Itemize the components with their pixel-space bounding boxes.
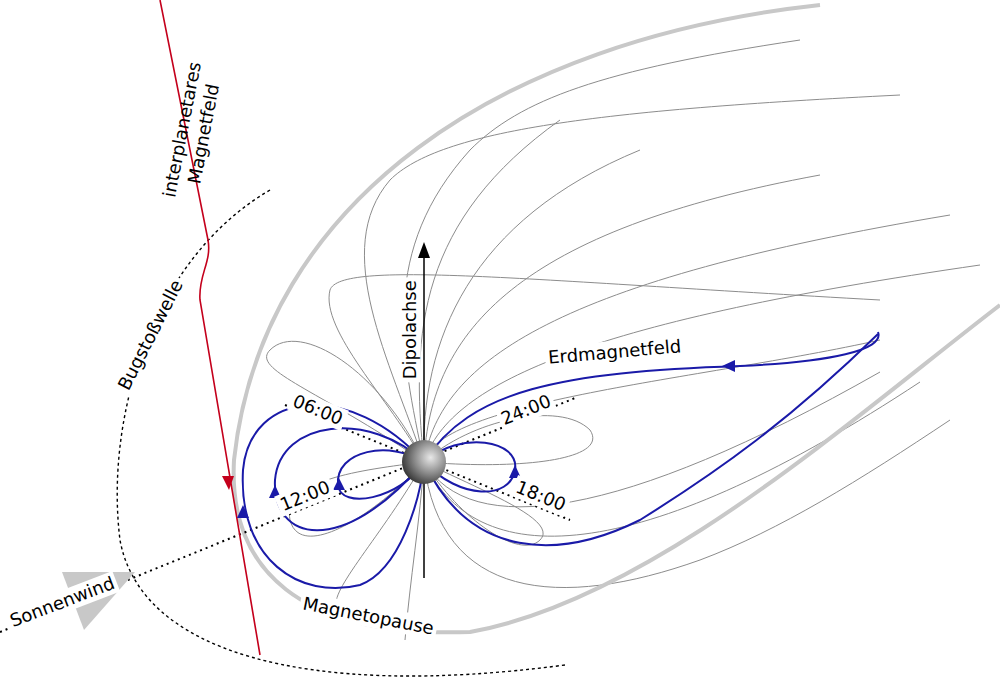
bow-shock [117,190,565,676]
time-label: 12:00 [274,475,336,517]
field-lines [267,40,980,640]
arrowhead [237,505,249,518]
field-arrowheads [237,360,735,518]
bow-shock-label: Bugstoßwelle [112,274,189,397]
field-line [329,275,880,462]
field-line [424,420,950,588]
sun-earth-line [0,398,575,632]
arrowhead [333,478,345,490]
field-line [424,382,920,536]
field-line [243,405,424,588]
time-label: 18:00 [510,475,572,517]
field-label: interplanetares Magnetfeld [154,39,231,225]
arrowhead [722,360,735,372]
time-label: 06:00 [287,389,349,431]
field-line [424,334,878,545]
axis-label: Dipolachse [399,277,421,382]
time-label: 24:00 [495,389,557,431]
arrowhead [418,242,430,258]
dipole-axis [423,256,425,578]
earth-globe [402,440,446,484]
field-line [275,428,424,530]
arrowhead [222,476,234,490]
earth-field-lines [243,332,879,588]
field-line [424,265,980,462]
field-line [424,215,950,462]
field-line [424,372,880,507]
field-label: Erdmagnetfeld [545,335,686,369]
magnetopause-label: Magnetopause [298,592,438,640]
field-line [419,120,560,462]
local-time-axes [0,398,575,632]
field-line [424,175,820,462]
field-line [404,40,800,462]
field-line [424,150,640,462]
magnetopause-boundary [234,5,1000,632]
